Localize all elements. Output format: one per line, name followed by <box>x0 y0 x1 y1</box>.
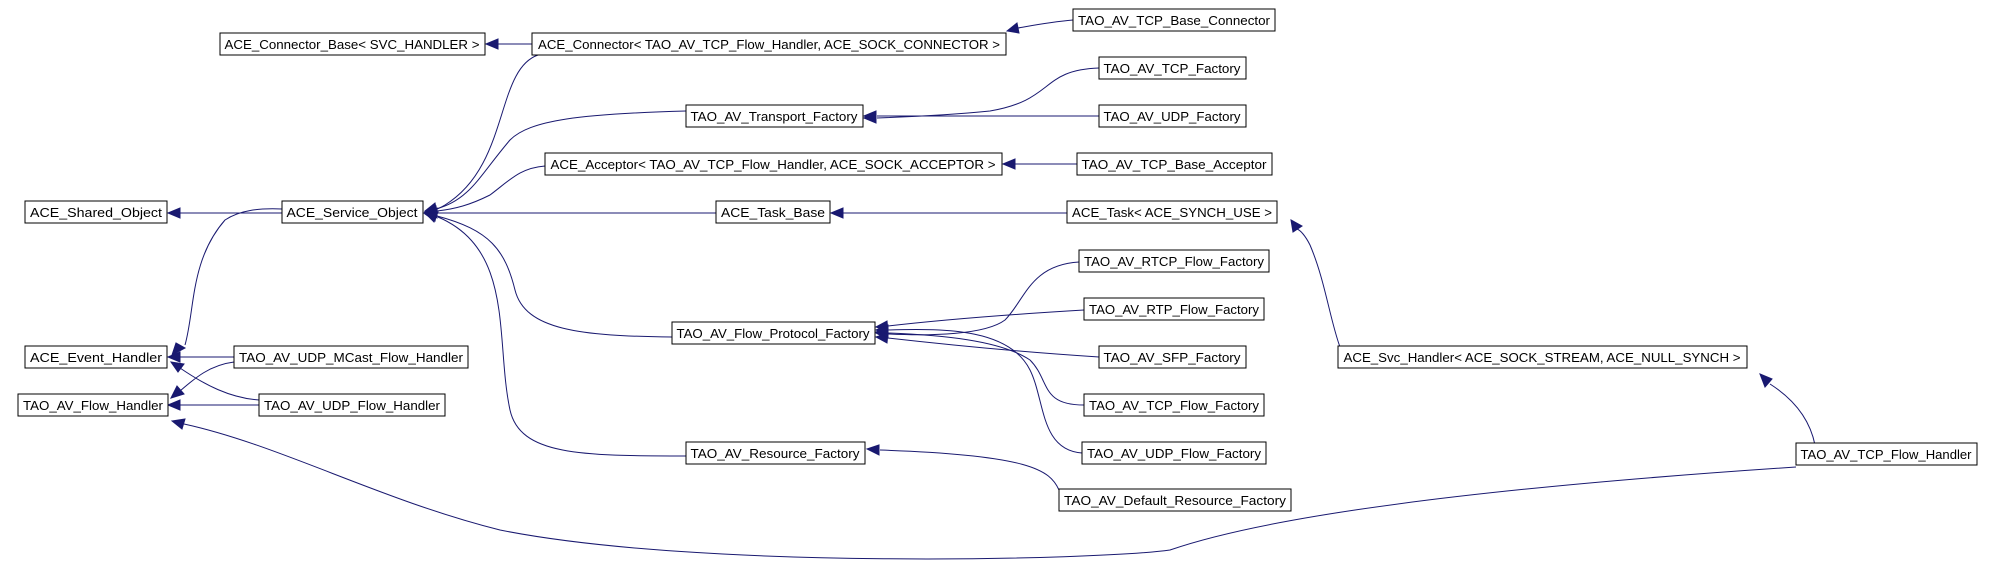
arrowhead <box>865 444 880 456</box>
nodes: ACE_Connector_Base< SVC_HANDLER > ACE_Co… <box>17 8 1978 512</box>
edge-transport-factory-to-service-object <box>435 110 687 210</box>
edge-rtcp-flow-factory-to-flow-protocol-factory <box>887 261 1080 336</box>
edge-resource-factory-to-service-object <box>437 216 687 457</box>
edge-tcp-flow-factory-to-flow-protocol-factory <box>887 332 1085 406</box>
node-default-resource-factory[interactable]: TAO_AV_Default_Resource_Factory <box>1058 488 1292 512</box>
arrowhead <box>1001 158 1016 170</box>
node-flow-protocol-factory[interactable]: TAO_AV_Flow_Protocol_Factory <box>671 321 876 345</box>
node-label: TAO_AV_UDP_MCast_Flow_Handler <box>239 351 463 365</box>
arrowhead <box>166 399 181 411</box>
node-label: TAO_AV_TCP_Factory <box>1104 62 1242 76</box>
node-label: ACE_Task< ACE_SYNCH_USE > <box>1072 206 1272 220</box>
node-connector[interactable]: ACE_Connector< TAO_AV_TCP_Flow_Handler, … <box>531 32 1007 56</box>
arrowhead <box>170 418 186 430</box>
edge-svc-handler-to-task <box>1296 228 1341 348</box>
node-label: TAO_AV_Transport_Factory <box>691 110 859 124</box>
arrowhead <box>1759 373 1773 388</box>
arrowhead <box>169 361 185 373</box>
node-label: TAO_AV_TCP_Base_Connector <box>1078 14 1270 28</box>
node-connector-base[interactable]: ACE_Connector_Base< SVC_HANDLER > <box>219 32 486 56</box>
node-rtp-flow-factory[interactable]: TAO_AV_RTP_Flow_Factory <box>1083 297 1265 321</box>
node-label: TAO_AV_SFP_Factory <box>1104 351 1242 365</box>
node-label: TAO_AV_RTCP_Flow_Factory <box>1084 255 1265 269</box>
node-label: ACE_Connector_Base< SVC_HANDLER > <box>225 38 480 52</box>
edge-flow-protocol-factory-to-service-object <box>436 215 673 338</box>
node-label: TAO_AV_TCP_Flow_Factory <box>1089 399 1260 413</box>
node-sfp-factory[interactable]: TAO_AV_SFP_Factory <box>1098 345 1247 369</box>
edge-udp-flow-factory-to-flow-protocol-factory <box>887 328 1083 454</box>
node-tcp-base-acceptor[interactable]: TAO_AV_TCP_Base_Acceptor <box>1076 152 1273 176</box>
node-label: ACE_Svc_Handler< ACE_SOCK_STREAM, ACE_NU… <box>1344 351 1741 365</box>
node-label: TAO_AV_TCP_Flow_Handler <box>1801 448 1972 462</box>
node-rtcp-flow-factory[interactable]: TAO_AV_RTCP_Flow_Factory <box>1078 249 1270 273</box>
arrowhead <box>424 211 439 223</box>
node-task[interactable]: ACE_Task< ACE_SYNCH_USE > <box>1066 200 1278 224</box>
node-svc-handler[interactable]: ACE_Svc_Handler< ACE_SOCK_STREAM, ACE_NU… <box>1337 345 1748 369</box>
arrowhead <box>170 385 185 399</box>
node-event-handler[interactable]: ACE_Event_Handler <box>24 345 168 369</box>
edge-tcp-base-connector-to-connector <box>1017 19 1074 29</box>
node-label: TAO_AV_Flow_Handler <box>23 399 163 413</box>
edge-udp-mcast-flow-handler-to-flow-handler <box>179 361 235 392</box>
node-udp-mcast-flow-handler[interactable]: TAO_AV_UDP_MCast_Flow_Handler <box>233 345 469 369</box>
edge-tcp-flow-handler-to-flow-handler <box>183 423 1797 560</box>
node-label: TAO_AV_Resource_Factory <box>691 447 861 461</box>
arrowhead <box>1005 22 1020 34</box>
node-label: TAO_AV_Default_Resource_Factory <box>1064 494 1287 508</box>
node-label: ACE_Task_Base <box>721 206 825 220</box>
node-label: TAO_AV_UDP_Flow_Handler <box>264 399 440 413</box>
node-transport-factory[interactable]: TAO_AV_Transport_Factory <box>685 104 864 128</box>
node-label: ACE_Shared_Object <box>30 206 163 220</box>
node-label: TAO_AV_TCP_Base_Acceptor <box>1082 158 1267 172</box>
edge-acceptor-to-service-object <box>436 165 546 212</box>
node-task-base[interactable]: ACE_Task_Base <box>715 200 831 224</box>
edge-tcp-factory-to-transport-factory <box>876 67 1100 119</box>
node-label: ACE_Connector< TAO_AV_TCP_Flow_Handler, … <box>538 38 1000 52</box>
edge-tcp-flow-handler-to-svc-handler <box>1769 383 1816 446</box>
arrowhead <box>874 324 889 336</box>
edge-default-resource-factory-to-resource-factory <box>879 449 1060 491</box>
arrowhead <box>484 38 499 50</box>
arrowhead <box>862 110 877 122</box>
edge-event-handler-to-service-object <box>184 208 283 346</box>
node-flow-handler[interactable]: TAO_AV_Flow_Handler <box>17 393 169 417</box>
arrowhead <box>829 207 844 219</box>
edge-rtp-flow-factory-to-flow-protocol-factory <box>887 309 1085 327</box>
node-resource-factory[interactable]: TAO_AV_Resource_Factory <box>685 441 866 465</box>
arrowhead <box>171 342 187 357</box>
node-acceptor[interactable]: ACE_Acceptor< TAO_AV_TCP_Flow_Handler, A… <box>544 152 1003 176</box>
node-udp-flow-handler[interactable]: TAO_AV_UDP_Flow_Handler <box>258 393 446 417</box>
edges <box>166 19 1816 560</box>
arrowhead <box>1290 219 1303 233</box>
node-tcp-flow-handler[interactable]: TAO_AV_TCP_Flow_Handler <box>1795 442 1978 466</box>
node-service-object[interactable]: ACE_Service_Object <box>281 200 424 224</box>
node-tcp-factory[interactable]: TAO_AV_TCP_Factory <box>1098 56 1247 80</box>
edge-sfp-factory-to-flow-protocol-factory <box>887 337 1100 358</box>
node-label: ACE_Acceptor< TAO_AV_TCP_Flow_Handler, A… <box>551 158 996 172</box>
edge-udp-flow-handler-to-event-handler <box>179 367 260 401</box>
arrowhead <box>166 351 181 363</box>
node-shared-object[interactable]: ACE_Shared_Object <box>24 200 168 224</box>
node-label: TAO_AV_RTP_Flow_Factory <box>1089 303 1260 317</box>
arrowhead <box>166 207 181 219</box>
node-label: TAO_AV_UDP_Factory <box>1104 110 1242 124</box>
node-tcp-base-connector[interactable]: TAO_AV_TCP_Base_Connector <box>1072 8 1276 32</box>
edge-connector-to-service-object <box>434 54 539 211</box>
node-label: TAO_AV_UDP_Flow_Factory <box>1087 447 1262 461</box>
node-label: ACE_Service_Object <box>287 206 419 220</box>
node-label: ACE_Event_Handler <box>30 351 162 365</box>
node-udp-factory[interactable]: TAO_AV_UDP_Factory <box>1098 104 1247 128</box>
node-label: TAO_AV_Flow_Protocol_Factory <box>677 327 871 341</box>
node-tcp-flow-factory[interactable]: TAO_AV_TCP_Flow_Factory <box>1083 393 1265 417</box>
node-udp-flow-factory[interactable]: TAO_AV_UDP_Flow_Factory <box>1081 441 1267 465</box>
